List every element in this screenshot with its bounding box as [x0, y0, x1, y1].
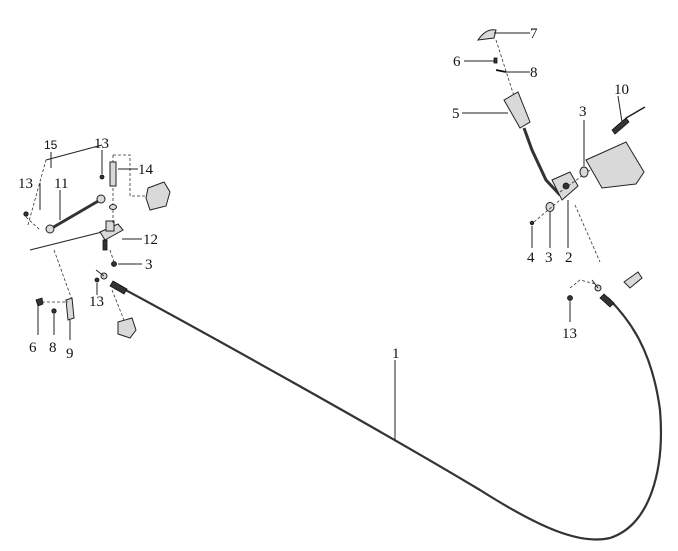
label-part-10: 10: [614, 82, 629, 98]
leader-lines: [39, 152, 571, 440]
label-part-15: 15: [44, 138, 58, 152]
label-part-13-right: 13: [562, 326, 577, 342]
pin-part-14: [109, 154, 152, 197]
label-part-14: 14: [138, 162, 154, 178]
label-part-5: 5: [452, 106, 460, 122]
label-part-6-left: 6: [29, 340, 37, 356]
label-part-1: 1: [392, 346, 400, 362]
label-part-3-top: 3: [579, 104, 587, 120]
shift-knob-part-5: [462, 91, 531, 129]
shift-cable: [95, 269, 662, 541]
label-part-7: 7: [530, 26, 538, 42]
label-part-3-bottom: 3: [545, 250, 553, 266]
left-linkage-assembly: [23, 144, 171, 340]
parts-6-8-9-left: [35, 297, 75, 340]
label-part-13-left: 13: [18, 176, 33, 192]
label-part-13-top: 13: [94, 136, 109, 152]
label-part-2: 2: [565, 250, 573, 266]
label-part-4: 4: [527, 250, 535, 266]
lever-part-12: [99, 220, 124, 251]
label-part-3-left: 3: [145, 257, 153, 273]
label-part-11: 11: [54, 176, 68, 192]
label-part-12: 12: [143, 232, 158, 248]
part-labels: 1 2 3 3 3 4 5 6 6 7 8 8 9 10 11 12 13 13…: [18, 26, 629, 362]
label-part-8-left: 8: [49, 340, 57, 356]
right-shifter-assembly: [462, 29, 646, 316]
label-part-9: 9: [66, 346, 74, 362]
rod-part-11: [45, 194, 106, 234]
label-part-6-top: 6: [453, 54, 461, 70]
label-part-8-top: 8: [530, 65, 538, 81]
label-part-13-mid: 13: [89, 294, 104, 310]
